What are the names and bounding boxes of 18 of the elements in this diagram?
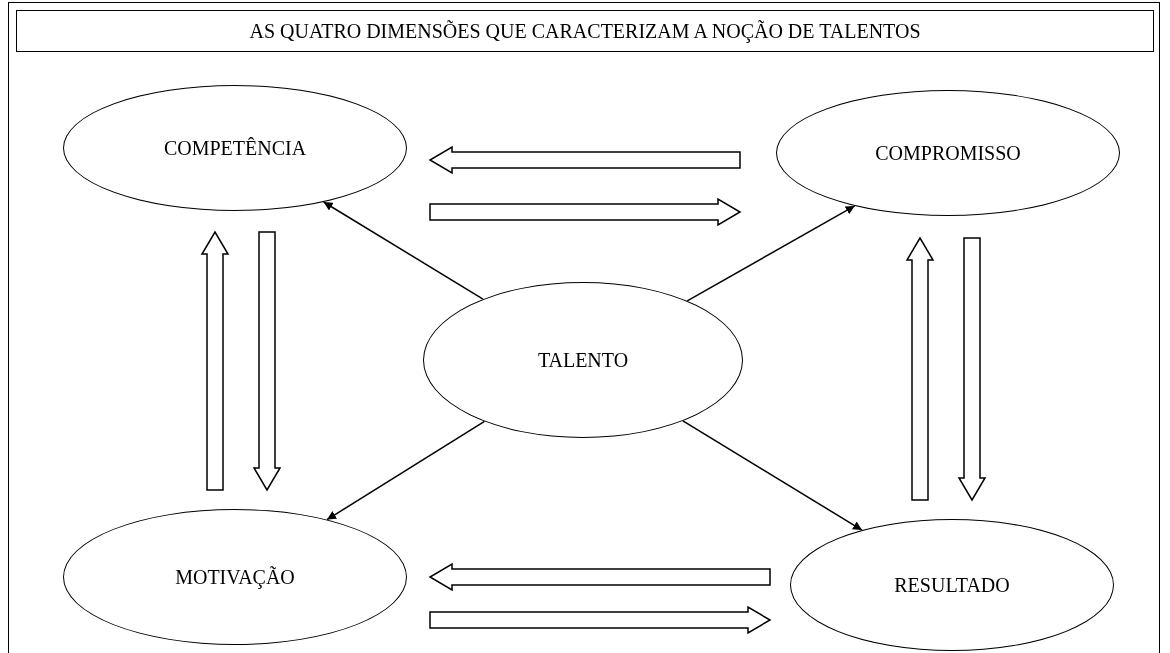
node-label: COMPROMISSO bbox=[875, 141, 1021, 165]
block-arrow bbox=[428, 145, 741, 175]
block-arrow bbox=[200, 230, 230, 491]
arrow bbox=[682, 420, 863, 531]
block-arrow bbox=[252, 231, 282, 492]
block-arrow bbox=[957, 237, 987, 502]
node-label: TALENTO bbox=[537, 348, 629, 372]
node-label: RESULTADO bbox=[894, 573, 1010, 597]
block-arrow bbox=[905, 236, 935, 501]
block-arrow bbox=[429, 605, 772, 635]
arrow bbox=[326, 420, 486, 521]
node-label: COMPETÊNCIA bbox=[163, 136, 307, 160]
node-label: MOTIVAÇÃO bbox=[175, 565, 295, 589]
arrow bbox=[686, 205, 856, 302]
block-arrow bbox=[429, 197, 742, 227]
arrow bbox=[322, 201, 484, 300]
title-text: AS QUATRO DIMENSÕES QUE CARACTERIZAM A NOÇÃO DE TALENTOS bbox=[249, 19, 921, 43]
block-arrow bbox=[428, 562, 771, 592]
